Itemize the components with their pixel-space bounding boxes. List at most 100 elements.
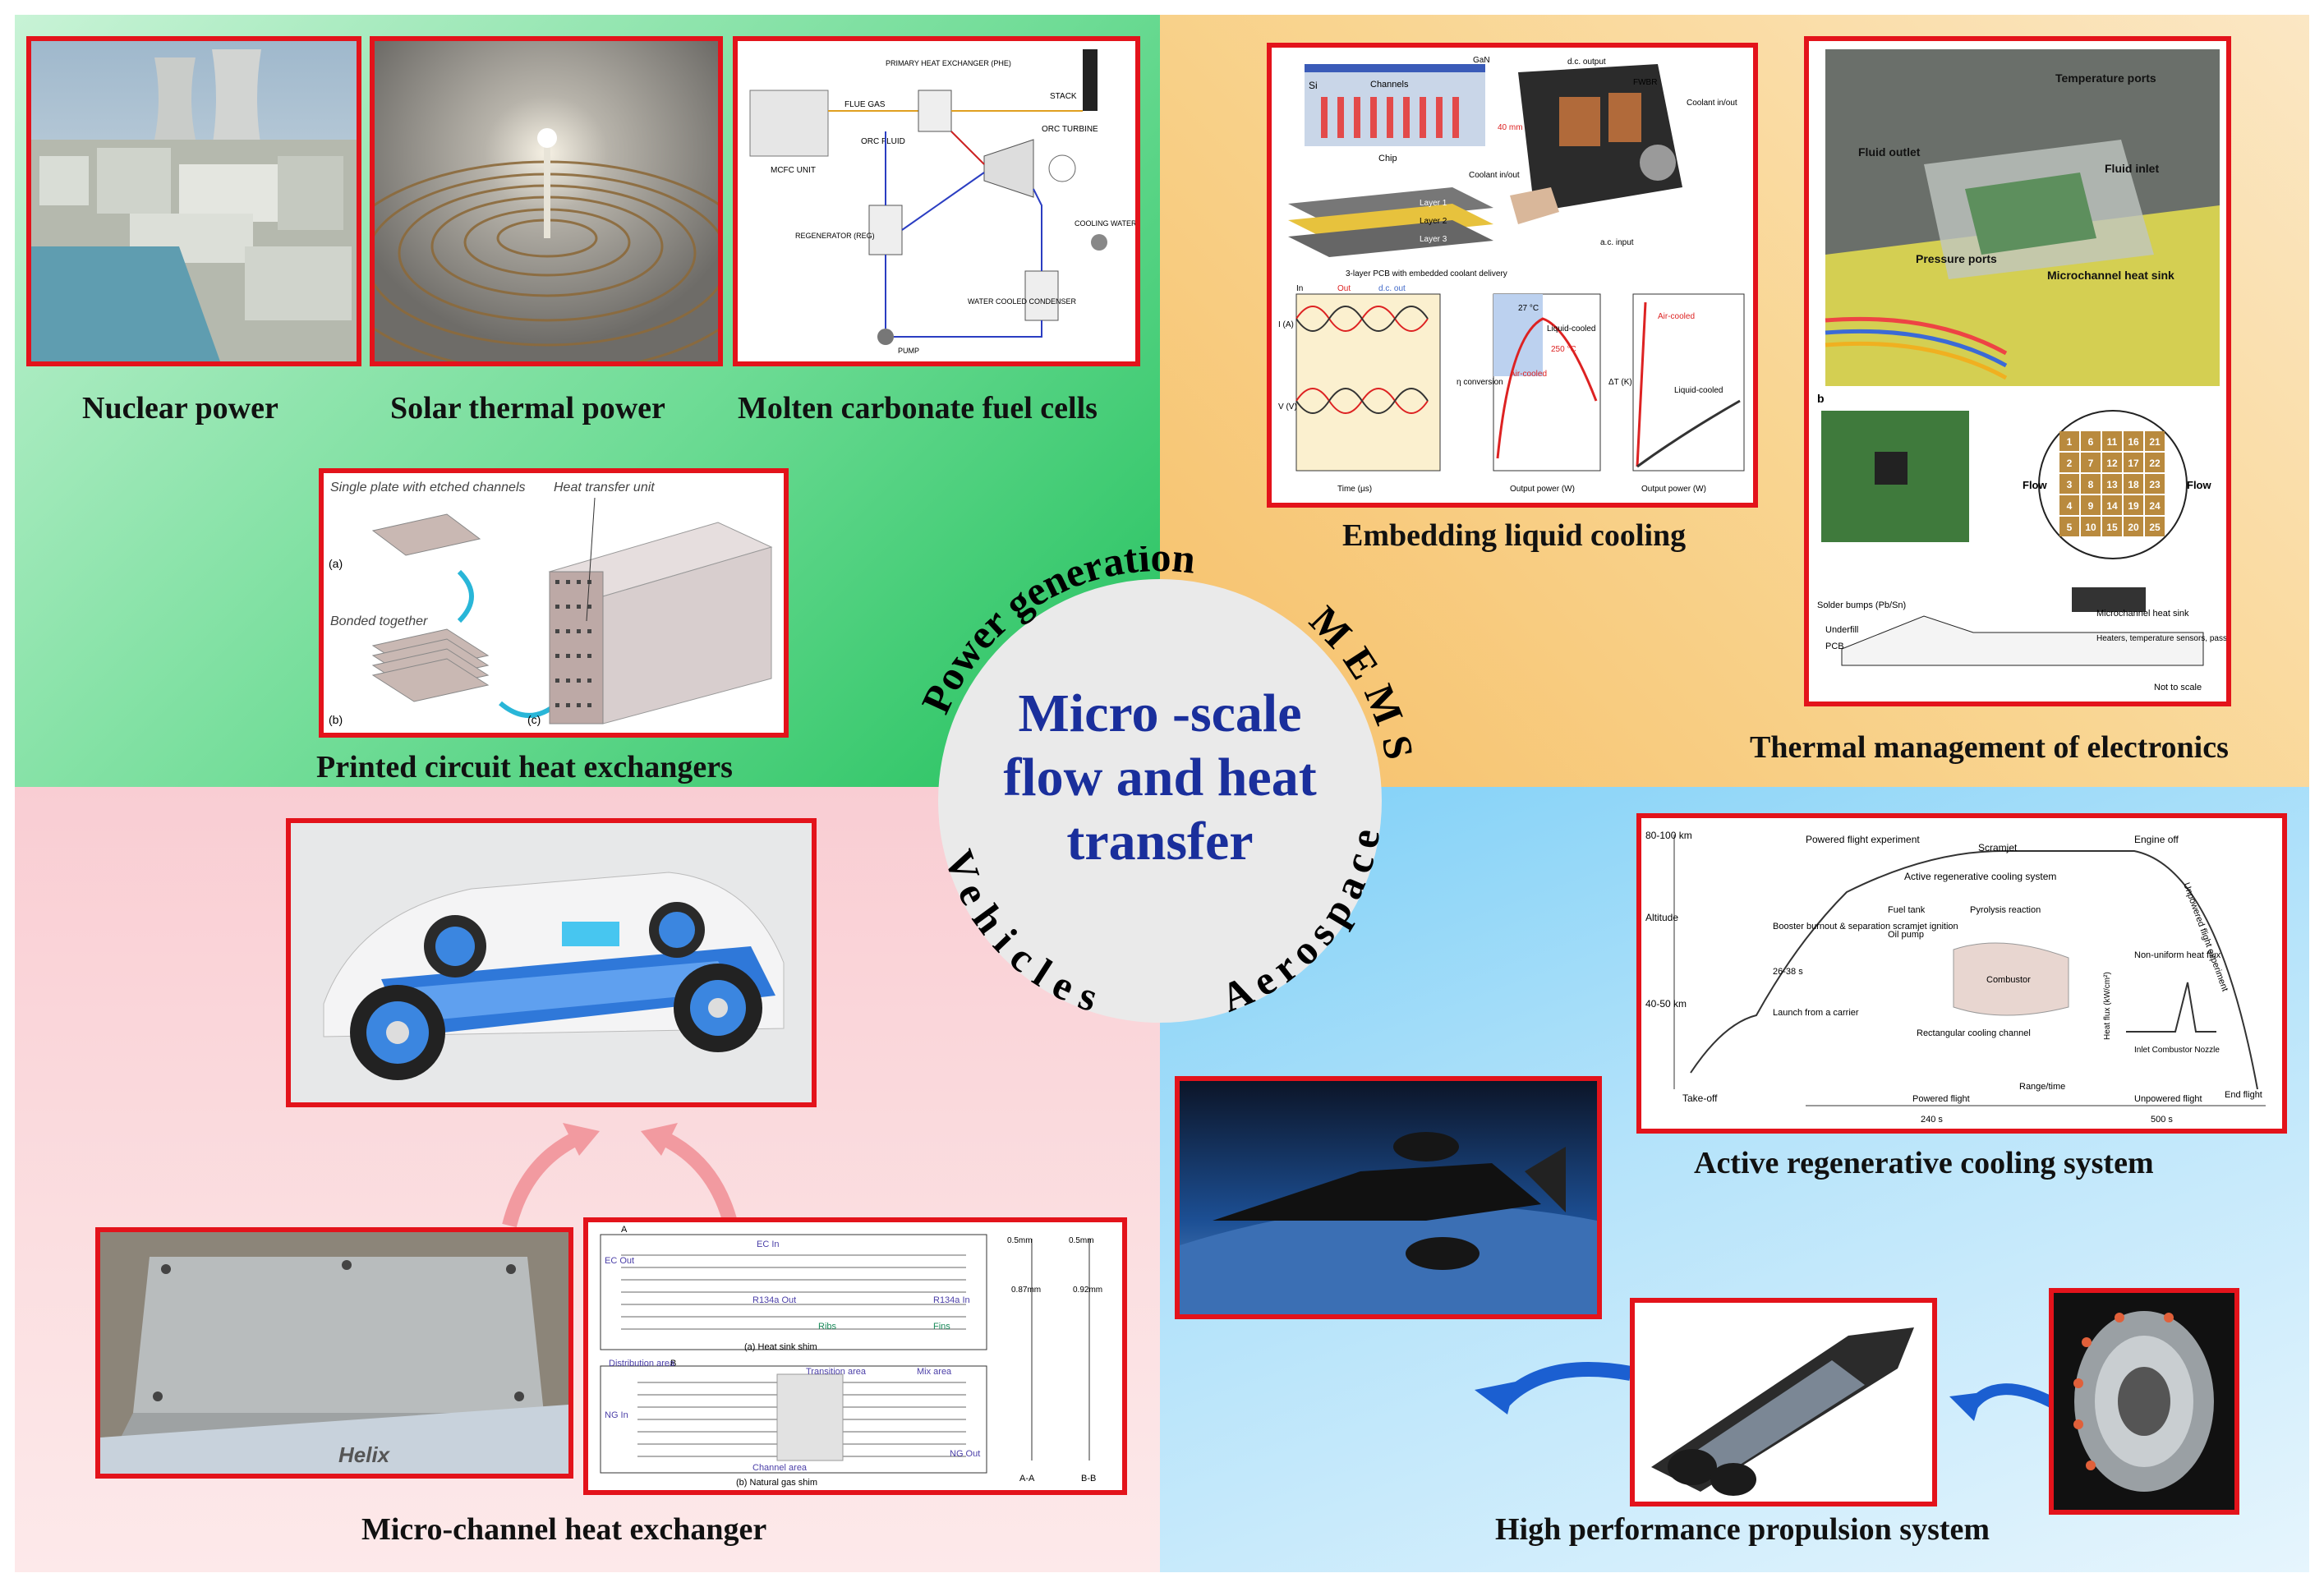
svg-text:Single plate with etched chann: Single plate with etched channels xyxy=(330,481,526,494)
svg-text:Launch from a carrier: Launch from a carrier xyxy=(1773,1008,1859,1018)
svg-text:EC Out: EC Out xyxy=(605,1256,634,1266)
svg-text:27 °C: 27 °C xyxy=(1518,304,1539,313)
svg-text:Liquid-cooled: Liquid-cooled xyxy=(1547,324,1596,334)
svg-text:Range/time: Range/time xyxy=(2019,1082,2065,1092)
svg-text:Inlet Combustor Nozzle: Inlet Combustor Nozzle xyxy=(2134,1046,2220,1055)
grid-cell-number: 13 xyxy=(2106,479,2118,490)
grid-cell-number: 9 xyxy=(2088,500,2094,512)
grid-cell xyxy=(2102,517,2122,536)
svg-text:ΔT (K): ΔT (K) xyxy=(1608,378,1632,387)
grid-cell-number: 16 xyxy=(2128,436,2139,448)
grid-cell xyxy=(2102,453,2122,472)
svg-text:0.5mm: 0.5mm xyxy=(1007,1236,1033,1245)
svg-text:d.c. out: d.c. out xyxy=(1378,284,1406,293)
svg-text:a.c. input: a.c. input xyxy=(1600,238,1634,247)
svg-text:3-layer PCB with embedded cool: 3-layer PCB with embedded coolant delive… xyxy=(1346,269,1507,278)
grid-cell xyxy=(2102,431,2122,451)
grid-cell-number: 22 xyxy=(2149,458,2161,469)
svg-text:Solder bumps (Pb/Sn): Solder bumps (Pb/Sn) xyxy=(1817,600,1906,610)
grid-cell-number: 10 xyxy=(2085,522,2096,533)
grid-cell xyxy=(2124,517,2143,536)
grid-cell xyxy=(2124,431,2143,451)
svg-text:Coolant in/out: Coolant in/out xyxy=(1469,171,1520,180)
svg-text:Flow: Flow xyxy=(2187,479,2211,491)
svg-text:0.92mm: 0.92mm xyxy=(1073,1286,1102,1295)
svg-text:V (V): V (V) xyxy=(1278,402,1297,412)
mcfc-diagram: MCFC UNIT FLUE GAS PRIMARY HEAT EXCHANGE… xyxy=(733,36,1140,366)
svg-text:Ribs: Ribs xyxy=(818,1322,837,1332)
grid-cell xyxy=(2081,517,2101,536)
grid-cell xyxy=(2059,495,2079,515)
caption-liquid-cooling: Embedding liquid cooling xyxy=(1342,518,1687,553)
svg-text:I (A): I (A) xyxy=(1278,320,1294,329)
solar-thermal-image xyxy=(370,36,723,366)
svg-text:Altitude: Altitude xyxy=(1645,912,1678,923)
grid-cell-number: 6 xyxy=(2088,436,2094,448)
svg-text:Chip: Chip xyxy=(1378,154,1397,163)
svg-text:Microchannel heat sink: Microchannel heat sink xyxy=(2096,609,2189,619)
svg-text:(b): (b) xyxy=(329,713,343,726)
svg-text:End flight: End flight xyxy=(2225,1090,2262,1100)
grid-cell-number: 4 xyxy=(2067,500,2073,512)
svg-text:A: A xyxy=(621,1225,628,1235)
grid-cell-number: 2 xyxy=(2067,458,2073,469)
svg-text:240 s: 240 s xyxy=(1921,1115,1943,1125)
svg-text:500 s: 500 s xyxy=(2151,1115,2173,1125)
grid-cell xyxy=(2059,517,2079,536)
svg-text:Oil pump: Oil pump xyxy=(1888,930,1924,940)
svg-text:250 °C: 250 °C xyxy=(1551,345,1576,354)
svg-text:0.87mm: 0.87mm xyxy=(1011,1286,1041,1295)
center-title-line-2: flow and heat xyxy=(1003,747,1317,807)
svg-text:Pressure ports: Pressure ports xyxy=(1916,252,1997,265)
propulsion-arrow-2 xyxy=(1949,1383,2059,1421)
caption-thermal-management: Thermal management of electronics xyxy=(1750,730,2229,765)
svg-text:Powered flight: Powered flight xyxy=(1912,1094,1970,1104)
svg-text:Fluid outlet: Fluid outlet xyxy=(1858,145,1921,159)
svg-text:Air-cooled: Air-cooled xyxy=(1510,370,1547,379)
arc-labels: Power generation MEMS Vehicles Aerospace xyxy=(912,546,1415,1024)
svg-text:Channel area: Channel area xyxy=(752,1463,808,1473)
grid-cell xyxy=(2145,474,2165,494)
grid-cell xyxy=(2081,431,2101,451)
grid-cell xyxy=(2081,474,2101,494)
svg-text:Rectangular cooling channel: Rectangular cooling channel xyxy=(1917,1028,2031,1038)
svg-text:B-B: B-B xyxy=(1081,1474,1096,1484)
center-title: Micro -scale flow and heat transfer xyxy=(938,682,1382,874)
caption-nuclear-power: Nuclear power xyxy=(82,391,278,426)
svg-text:Temperature ports: Temperature ports xyxy=(2055,71,2156,85)
svg-text:Layer 2: Layer 2 xyxy=(1420,217,1447,226)
svg-text:Fluid inlet: Fluid inlet xyxy=(2105,162,2159,175)
svg-text:80-100 km: 80-100 km xyxy=(1645,830,1692,841)
svg-text:Heat flux (kW/cm²): Heat flux (kW/cm²) xyxy=(2103,972,2112,1040)
svg-text:FWBR: FWBR xyxy=(1633,78,1657,87)
caption-regen-cooling: Active regenerative cooling system xyxy=(1694,1146,2154,1180)
svg-text:PCB: PCB xyxy=(1825,642,1844,651)
grid-cell-number: 7 xyxy=(2088,458,2094,469)
svg-text:NG Out: NG Out xyxy=(950,1449,980,1459)
caption-mcfc: Molten carbonate fuel cells xyxy=(738,391,1098,426)
combustor-image xyxy=(2049,1288,2239,1515)
svg-text:Layer 1: Layer 1 xyxy=(1420,199,1447,208)
svg-text:40-50 km: 40-50 km xyxy=(1645,998,1687,1010)
svg-text:Scramjet: Scramjet xyxy=(1978,842,2018,853)
svg-text:Out: Out xyxy=(1337,284,1351,293)
helix-ruler-text: Helix xyxy=(338,1442,391,1467)
grid-cell xyxy=(2145,431,2165,451)
svg-text:Fuel tank: Fuel tank xyxy=(1888,905,1926,915)
center-circle xyxy=(938,579,1382,1023)
label-aerospace: Aerospace xyxy=(1214,817,1390,1020)
svg-text:STACK: STACK xyxy=(1050,92,1077,101)
grid-cell xyxy=(2145,495,2165,515)
svg-text:Si: Si xyxy=(1309,80,1318,91)
svg-text:(b) Natural gas shim: (b) Natural gas shim xyxy=(736,1478,817,1488)
scramjet-engine-image xyxy=(1630,1298,1937,1506)
svg-text:(a) Heat sink shim: (a) Heat sink shim xyxy=(744,1342,817,1352)
svg-text:Combustor: Combustor xyxy=(1986,975,2031,985)
nuclear-power-image xyxy=(26,36,361,366)
grid-cell xyxy=(2124,474,2143,494)
liquid-cooling-figure: GaN Si Channels Chip Layer 1 Layer 2 Lay… xyxy=(1267,43,1758,508)
grid-cell xyxy=(2124,453,2143,472)
svg-text:A-A: A-A xyxy=(1019,1474,1035,1484)
svg-text:Transition area: Transition area xyxy=(806,1367,867,1377)
label-mems: MEMS xyxy=(1301,597,1415,775)
